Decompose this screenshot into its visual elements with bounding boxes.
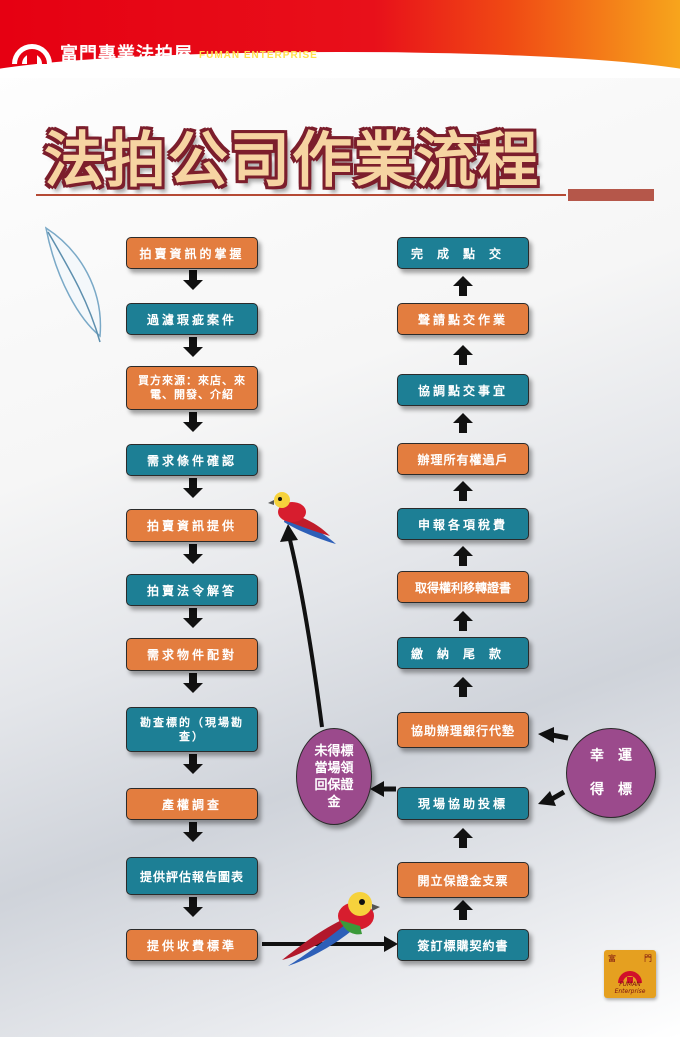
corner-logo-en: FUMAN Enterprise [614, 981, 646, 995]
oval-bid-lost-line2: 當場領 [314, 760, 354, 776]
corner-logo-cn-left: 富 [608, 954, 616, 963]
step-auction-info-grasp: 拍賣資訊的掌握 [126, 237, 258, 269]
step-complete-handover: 完成點交 [397, 237, 529, 269]
win-to-bank-arrow [551, 732, 569, 741]
parrot-small-icon [268, 492, 336, 544]
step-requirement-confirm: 需求條件確認 [126, 444, 258, 476]
oval-bid-won-line1: 幸 運 [590, 748, 632, 764]
step-declare-taxes: 申報各項稅費 [397, 508, 529, 540]
brand-logo-icon [12, 44, 52, 64]
title-divider-bar [568, 189, 654, 201]
right-up-arrows [453, 276, 473, 920]
oval-bid-lost-line4: 金 [327, 794, 341, 810]
step-apply-handover: 聲請點交作業 [397, 303, 529, 335]
step-auction-info-provide: 拍賣資訊提供 [126, 509, 258, 542]
title-area: 法拍公司作業流程 [30, 108, 660, 196]
win-to-bid-arrow [550, 789, 566, 802]
feather-icon [44, 226, 102, 343]
step-sign-contract: 簽訂標購契約書 [397, 929, 529, 961]
oval-bid-lost-line1: 未得標 [314, 743, 354, 759]
brand-name-en: FUMAN ENTERPRISE [199, 50, 318, 61]
step-rights-certificate: 取得權利移轉證書 [397, 571, 529, 603]
corner-logo-cn-right: 門 [644, 954, 652, 963]
step-bank-advance: 協助辦理銀行代墊 [397, 712, 529, 748]
step-coordinate-handover: 協調點交事宜 [397, 374, 529, 406]
step-ownership-transfer: 辦理所有權過戶 [397, 443, 529, 475]
corner-logo: 富 門 FUMAN Enterprise [604, 950, 656, 998]
step-buyer-sources: 買方來源：來店、來電、開發、介紹 [126, 366, 258, 410]
oval-bid-lost: 未得標 當場領 回保證 金 [296, 728, 372, 825]
brand-name-cn: 富門專業法拍屋 [60, 44, 193, 65]
fail-return-connector [288, 539, 324, 728]
header-banner [0, 0, 680, 78]
title-divider [36, 194, 566, 196]
left-down-arrows [183, 270, 203, 917]
page-title: 法拍公司作業流程 [44, 126, 540, 196]
step-property-matching: 需求物件配對 [126, 638, 258, 671]
step-pay-balance: 繳納尾款 [397, 637, 529, 669]
parrot-large-icon [282, 892, 380, 966]
step-fee-standard: 提供收費標準 [126, 929, 258, 961]
step-onsite-bidding: 現場協助投標 [397, 787, 529, 820]
step-evaluation-report: 提供評估報告圖表 [126, 857, 258, 895]
step-auction-law-answer: 拍賣法令解答 [126, 574, 258, 606]
corner-logo-icon [618, 971, 642, 983]
oval-bid-won: 幸 運 得 標 [566, 728, 656, 818]
step-title-investigation: 產權調查 [126, 788, 258, 820]
oval-bid-won-line2: 得 標 [590, 782, 632, 798]
step-deposit-check: 開立保證金支票 [397, 862, 529, 898]
step-site-inspection: 勘查標的（現場勘查） [126, 707, 258, 752]
step-filter-defective-cases: 過濾瑕疵案件 [126, 303, 258, 335]
oval-bid-lost-line3: 回保證 [314, 777, 354, 793]
